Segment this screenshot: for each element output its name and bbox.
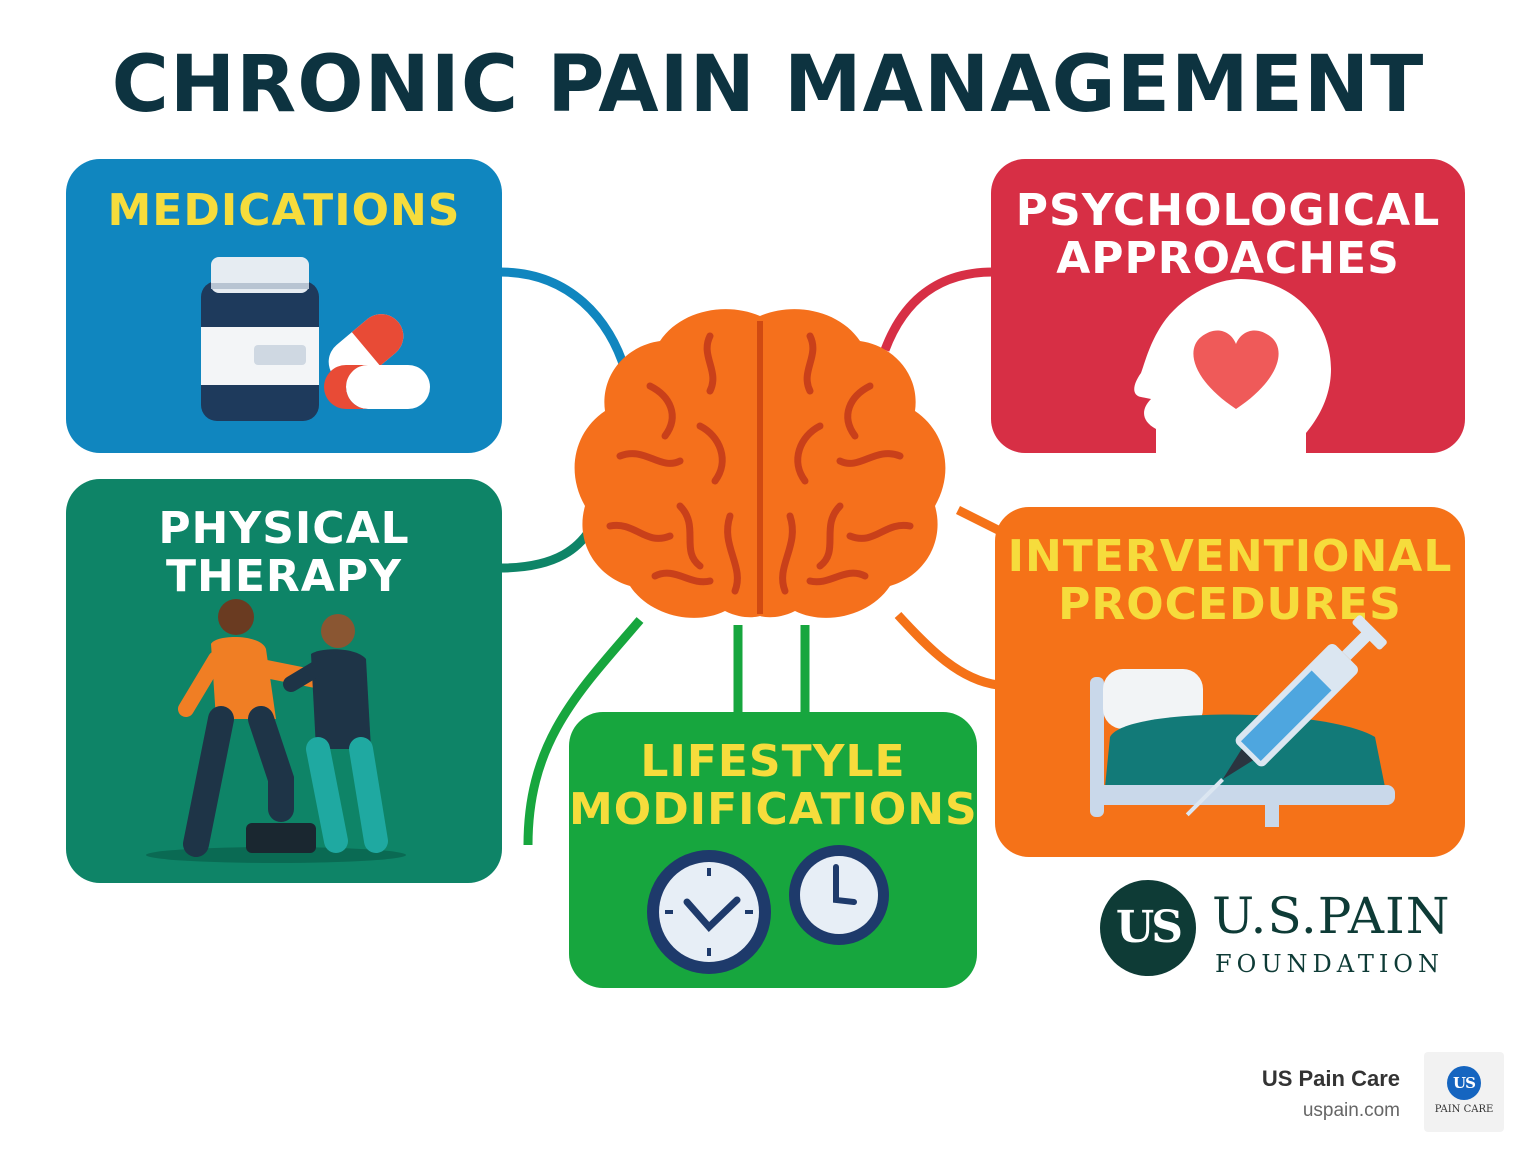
head-heart-icon: [1134, 279, 1331, 453]
card-interventional: INTERVENTIONAL PROCEDURES: [995, 507, 1465, 857]
brain-icon: [574, 309, 946, 618]
logo-name: U.S.PAIN: [1212, 887, 1451, 945]
clock-icon: [789, 845, 889, 945]
connector-interventional-upper: [955, 505, 1001, 535]
logo-subtitle: FOUNDATION: [1215, 950, 1444, 978]
connector-medications: [499, 267, 630, 372]
clocks-icon: [647, 845, 889, 974]
card-title-medications: MEDICATIONS: [107, 185, 461, 236]
connector-psychological: [880, 267, 994, 352]
bed-syringe-icon: [1090, 615, 1395, 827]
card-title-physical: PHYSICAL THERAPY: [158, 503, 410, 602]
card-title-interventional: INTERVENTIONAL PROCEDURES: [1007, 531, 1453, 630]
card-lifestyle: LIFESTYLE MODIFICATIONS: [569, 712, 977, 988]
capsule-icon: [324, 365, 430, 409]
attribution-logo: US PAIN CARE: [1424, 1052, 1504, 1132]
attribution-logo-mark: US: [1447, 1066, 1481, 1100]
logo-mark: US: [1100, 880, 1196, 976]
card-psychological: PSYCHOLOGICAL APPROACHES: [991, 159, 1465, 453]
card-title-psychological: PSYCHOLOGICAL APPROACHES: [1015, 185, 1441, 284]
attribution-name: US Pain Care: [1261, 1066, 1400, 1091]
physical-therapy-icon: [146, 599, 406, 863]
syringe-icon: [1185, 615, 1387, 817]
pill-bottle-icon: [201, 257, 430, 421]
card-title-lifestyle: LIFESTYLE MODIFICATIONS: [569, 736, 977, 835]
page-title: CHRONIC PAIN MANAGEMENT: [111, 40, 1425, 130]
attribution-logo-caption: PAIN CARE: [1434, 1104, 1494, 1115]
connector-lifestyle-left: [523, 617, 644, 846]
card-physical-therapy: PHYSICAL THERAPY: [66, 479, 502, 883]
clock-icon: [647, 850, 771, 974]
us-pain-foundation-logo: US U.S.PAIN FOUNDATION: [1100, 880, 1460, 980]
connector-interventional-lower: [894, 611, 999, 690]
card-medications: MEDICATIONS: [66, 159, 502, 453]
attribution-url[interactable]: uspain.com: [1302, 1100, 1400, 1121]
